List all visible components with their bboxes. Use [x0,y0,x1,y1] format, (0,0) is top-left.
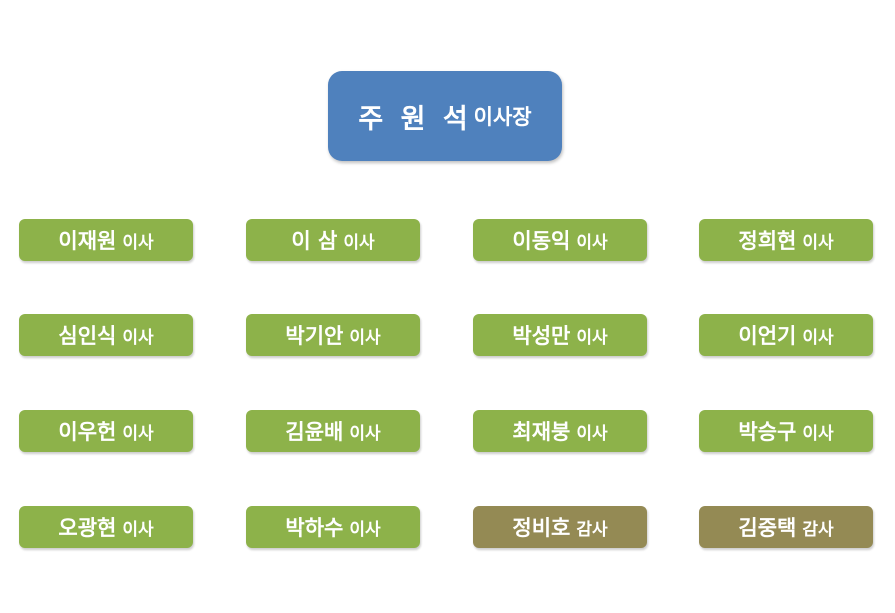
member-title: 이사 [576,232,608,253]
member-box: 최재붕 이사 [473,410,647,452]
member-name: 박하수 [285,516,344,540]
member-title: 감사 [576,519,608,540]
member-box: 이재원 이사 [19,219,193,261]
member-box: 이 삼 이사 [246,219,420,261]
member-title: 이사 [576,327,608,348]
member-name: 오광현 [58,516,117,540]
member-title: 이사 [122,327,154,348]
member-name: 이재원 [58,229,117,253]
member-box: 정희현 이사 [699,219,873,261]
member-name: 심인식 [58,324,117,348]
member-title: 이사 [349,423,381,444]
member-name: 박기안 [285,324,344,348]
member-box: 박하수 이사 [246,506,420,548]
member-title: 이사 [576,423,608,444]
member-title: 감사 [802,519,834,540]
member-box: 이동익 이사 [473,219,647,261]
member-name: 박성만 [512,324,571,348]
member-title: 이사 [349,519,381,540]
member-box: 이언기 이사 [699,314,873,356]
auditor-box: 정비호 감사 [473,506,647,548]
chairman-title: 이사장 [473,105,532,129]
member-name: 이우헌 [58,420,117,444]
member-name: 최재붕 [512,420,571,444]
member-title: 이사 [122,423,154,444]
member-box: 심인식 이사 [19,314,193,356]
member-name: 김중택 [738,516,797,540]
member-title: 이사 [122,232,154,253]
member-title: 이사 [349,327,381,348]
member-title: 이사 [802,423,834,444]
member-title: 이사 [802,327,834,348]
member-box: 김윤배 이사 [246,410,420,452]
member-title: 이사 [343,232,375,253]
member-box: 박성만 이사 [473,314,647,356]
member-title: 이사 [122,519,154,540]
member-name: 정희현 [738,229,797,253]
member-box: 이우헌 이사 [19,410,193,452]
member-box: 박승구 이사 [699,410,873,452]
member-name: 김윤배 [285,420,344,444]
member-box: 오광현 이사 [19,506,193,548]
member-name: 이 삼 [291,229,338,253]
chairman-name: 주 원 석 [358,103,472,135]
member-title: 이사 [802,232,834,253]
member-name: 박승구 [738,420,797,444]
auditor-box: 김중택 감사 [699,506,873,548]
member-name: 정비호 [512,516,571,540]
member-box: 박기안 이사 [246,314,420,356]
member-name: 이동익 [512,229,571,253]
member-name: 이언기 [738,324,797,348]
chairman-box: 주 원 석 이사장 [328,71,562,161]
